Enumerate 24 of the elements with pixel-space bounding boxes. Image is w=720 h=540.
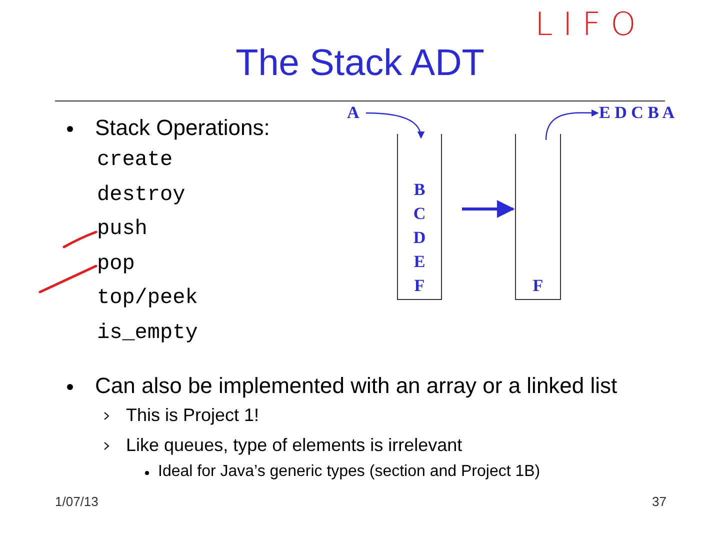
operation-name: pop	[97, 253, 135, 278]
sub-bullet-text: Like queues, type of elements is irrelevant	[126, 435, 462, 456]
sub-bullet-text: This is Project 1!	[126, 405, 260, 426]
bullet-text: Stack Operations:	[95, 115, 270, 140]
operation-name: destroy	[97, 184, 186, 208]
slide-date: 1/07/13	[55, 495, 98, 510]
arrow	[462, 200, 515, 218]
stack-container	[515, 134, 561, 300]
bullet-text: Can also be implemented with an array or a linked list	[95, 373, 618, 398]
operation-name: is_empty	[97, 322, 198, 346]
stack-contents: B C D E F	[412, 179, 426, 297]
operation-name: create	[97, 149, 173, 174]
stack-container	[397, 134, 442, 300]
input-label: A	[347, 104, 360, 122]
handwritten-note: LIFO	[535, 6, 646, 43]
stack-contents: F	[532, 275, 544, 297]
sub-bullet-text: Ideal for Java’s generic types (section and Project 1B)	[158, 463, 540, 482]
output-label: E D C B A	[599, 104, 676, 122]
operation-name: top/peek	[97, 287, 198, 312]
operation-name: push	[97, 218, 148, 242]
arrow	[366, 112, 424, 139]
slide-number: 37	[652, 495, 666, 510]
arrow	[545, 109, 599, 140]
slide-title: The Stack ADT	[234, 42, 486, 85]
